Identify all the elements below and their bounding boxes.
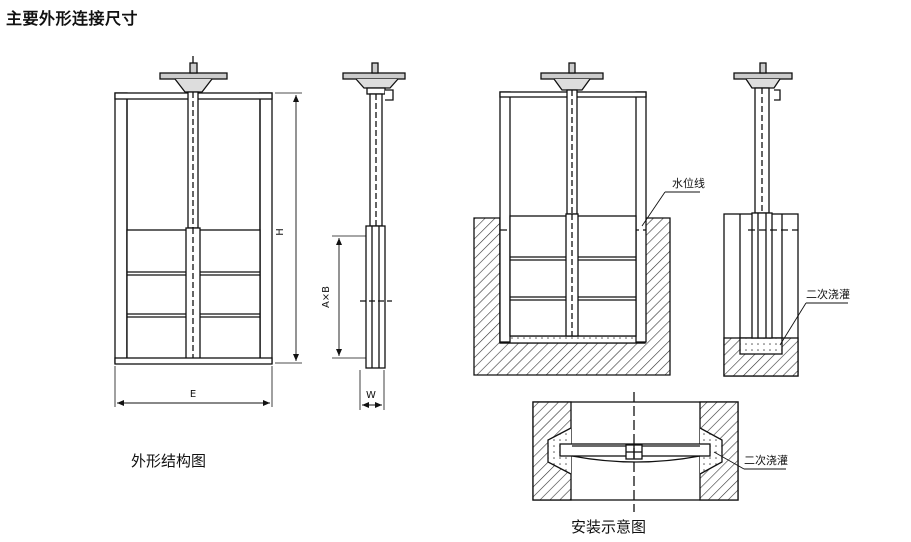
dim-axb-label: A×B — [321, 286, 332, 308]
install-caption: 安装示意图 — [571, 518, 646, 536]
right-frame-post — [259, 92, 273, 364]
plan-view — [532, 392, 786, 512]
dim-w-label: W — [366, 390, 376, 401]
install-front-view — [473, 62, 700, 376]
grout-plan-label: 二次浇灌 — [744, 453, 788, 467]
water-line-label: 水位线 — [672, 176, 705, 190]
outline-caption: 外形结构图 — [131, 452, 206, 470]
dim-e-label: E — [190, 389, 196, 400]
bottom-sill — [114, 357, 273, 365]
side-handwheel — [342, 72, 406, 80]
side-view — [332, 62, 406, 410]
install-side-view — [723, 62, 848, 377]
left-frame-post — [114, 92, 128, 364]
page-title: 主要外形连接尺寸 — [6, 9, 139, 28]
install-handwheel — [540, 72, 604, 80]
front-view — [114, 56, 302, 407]
dim-h-label: H — [275, 228, 286, 236]
handwheel — [159, 72, 228, 80]
grout-side-label: 二次浇灌 — [806, 287, 850, 301]
side-gate-body — [365, 225, 386, 369]
